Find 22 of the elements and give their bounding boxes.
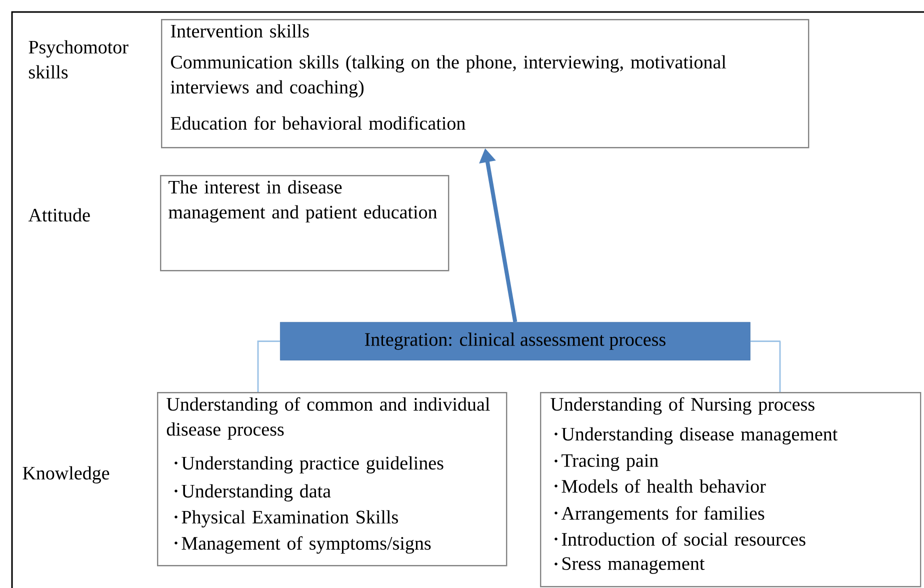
list-item: Understanding disease management (562, 427, 838, 444)
box-text: Understanding of common and individual disease process (166, 397, 490, 440)
list-item: Understanding practice guidelines (182, 456, 444, 474)
connector (257, 340, 280, 392)
list-item: Arrangements for families (561, 506, 764, 524)
list-item: Physical Examination Skills (182, 510, 398, 528)
list-item: Introduction of social resources (562, 532, 806, 546)
integration-bar: Integration: clinical assessment process (280, 322, 750, 360)
level-label: Psychomotor skills (28, 40, 128, 79)
list-item: Sress management (562, 557, 705, 574)
box-text: The interest in disease management and patient education (168, 180, 437, 222)
list-item: Models of health behavior (562, 479, 766, 493)
box-text: Understanding of Nursing process (550, 397, 814, 415)
box-text: Intervention skills (170, 24, 309, 38)
box-text: Communication skills (talking on the phone, interviewing, motivational interviews and coaching) (170, 55, 726, 98)
level-label: Knowledge (22, 466, 110, 484)
connector (750, 340, 782, 392)
list-item: Understanding data (182, 484, 331, 502)
list-item: Tracing pain (562, 454, 658, 471)
level-label: Attitude (28, 208, 90, 222)
box-text: Education for behavioral modification (170, 116, 466, 130)
list-item: Management of symptoms/signs (182, 536, 431, 554)
